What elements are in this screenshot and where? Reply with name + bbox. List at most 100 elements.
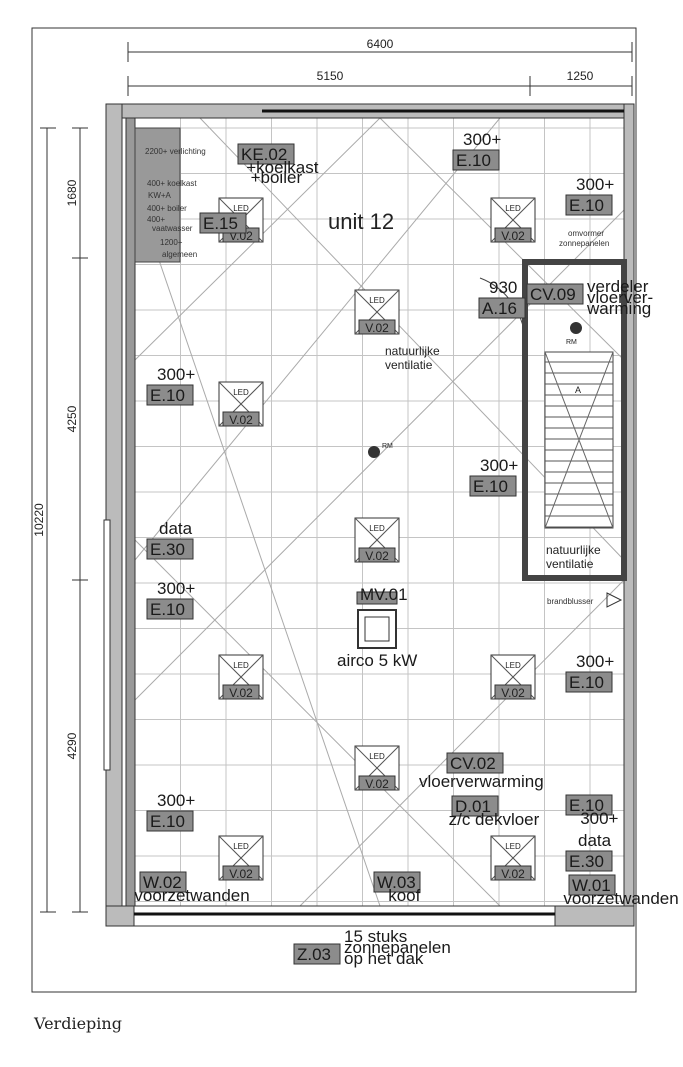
drawing-caption: Verdieping [34,1014,122,1033]
svg-text:Z.03: Z.03 [297,945,331,964]
tag-note: 300+ [580,809,618,828]
svg-text:400+: 400+ [147,215,165,224]
tag-note: voorzetwanden [134,886,249,905]
rm-label: RM [382,443,393,450]
dimension-lines [40,42,633,913]
dim-h2: 4250 [65,405,79,432]
tag-note: 15 stuks [344,927,407,946]
tag-note: vloerver- [587,288,653,307]
dim-h1: 1680 [65,179,79,206]
svg-text:1200+: 1200+ [160,238,183,247]
panel-notes: 2200+ verlichting 400+ koelkast KW+A 400… [145,147,206,259]
svg-text:D.01: D.01 [455,797,491,816]
fire-extinguisher-label: brandblusser [547,597,594,606]
svg-text:E.10: E.10 [569,796,604,815]
tag-note: +koelkast [246,158,319,177]
zonnepanelen-label: zonnepanelen [559,239,609,248]
svg-text:E.15: E.15 [203,214,238,233]
svg-text:vaatwasser: vaatwasser [152,224,193,233]
drawing-frame [31,27,637,993]
svg-text:E.10: E.10 [569,196,604,215]
dim-h3: 4290 [65,732,79,759]
svg-text:CV.09: CV.09 [530,285,576,304]
svg-text:E.10: E.10 [473,477,508,496]
led-label: LED [369,296,385,305]
led-code: V.02 [229,413,253,427]
svg-text:400+ boiler: 400+ boiler [147,204,187,213]
led-fixture: LED V.02 [490,654,536,700]
tag-note: airco 5 kW [337,651,417,670]
ventilation-label-2: ventilatie [385,358,433,372]
led-code: V.02 [229,686,253,700]
walls [103,103,635,927]
dim-total-width: 6400 [367,37,394,51]
tag-note: vloerverwarming [419,772,544,791]
omvormer-label: omvormer [568,229,604,238]
svg-text:A: A [575,385,581,395]
tag-note: koof [388,886,420,905]
led-label: LED [505,661,521,670]
electrical-panel [134,127,181,263]
stairwell: A [479,259,627,581]
tag-note: voorzetwanden [563,889,678,908]
tag-note: 300+ [157,791,195,810]
smoke-detector-icon [570,322,582,334]
rm-label-2: RM [566,339,577,346]
svg-text:E.10: E.10 [150,812,185,831]
fire-extinguisher-icon [606,592,623,608]
tag-note: +boiler [251,168,303,187]
tag-note: verdeler [587,277,649,296]
led-label: LED [233,842,249,851]
tag-note: data [159,519,193,538]
svg-text:E.10: E.10 [569,673,604,692]
tag-e-10: E.10 300+ [146,791,195,832]
dim-width-left: 5150 [317,69,344,83]
svg-text:CV.02: CV.02 [450,754,496,773]
tag-note: data [578,831,612,850]
svg-text:MV.01: MV.01 [360,585,408,604]
led-label: LED [233,388,249,397]
ventilation-label-1: natuurlijke [385,344,440,358]
tag-note: 300+ [480,456,518,475]
led-code: V.02 [229,867,253,881]
led-fixture: LED V.02 [354,517,400,563]
svg-text:E.10: E.10 [150,600,185,619]
tag-note: 300+ [463,130,501,149]
tag-ke-02: KE.02+koelkast+boiler [237,143,319,187]
svg-text:algemeen: algemeen [162,250,197,259]
led-code: V.02 [501,229,525,243]
led-label: LED [369,524,385,533]
svg-text:W.01: W.01 [572,876,611,895]
tag-note: op het dak [344,949,424,968]
led-code: V.02 [365,549,389,563]
tag-note: zonnepanelen [344,938,451,957]
svg-text:400+ koelkast: 400+ koelkast [147,179,197,188]
svg-text:E.30: E.30 [150,540,185,559]
svg-text:A.16: A.16 [482,299,517,318]
tag-e-30: E.30 data [146,519,194,560]
svg-text:E.10: E.10 [150,386,185,405]
led-label: LED [505,842,521,851]
led-code: V.02 [365,321,389,335]
svg-text:KW+A: KW+A [148,191,172,200]
svg-text:KE.02: KE.02 [241,145,287,164]
dim-width-right: 1250 [567,69,594,83]
svg-text:2200+ verlichting: 2200+ verlichting [145,147,206,156]
smoke-detector-icon [368,446,380,458]
led-code: V.02 [501,686,525,700]
